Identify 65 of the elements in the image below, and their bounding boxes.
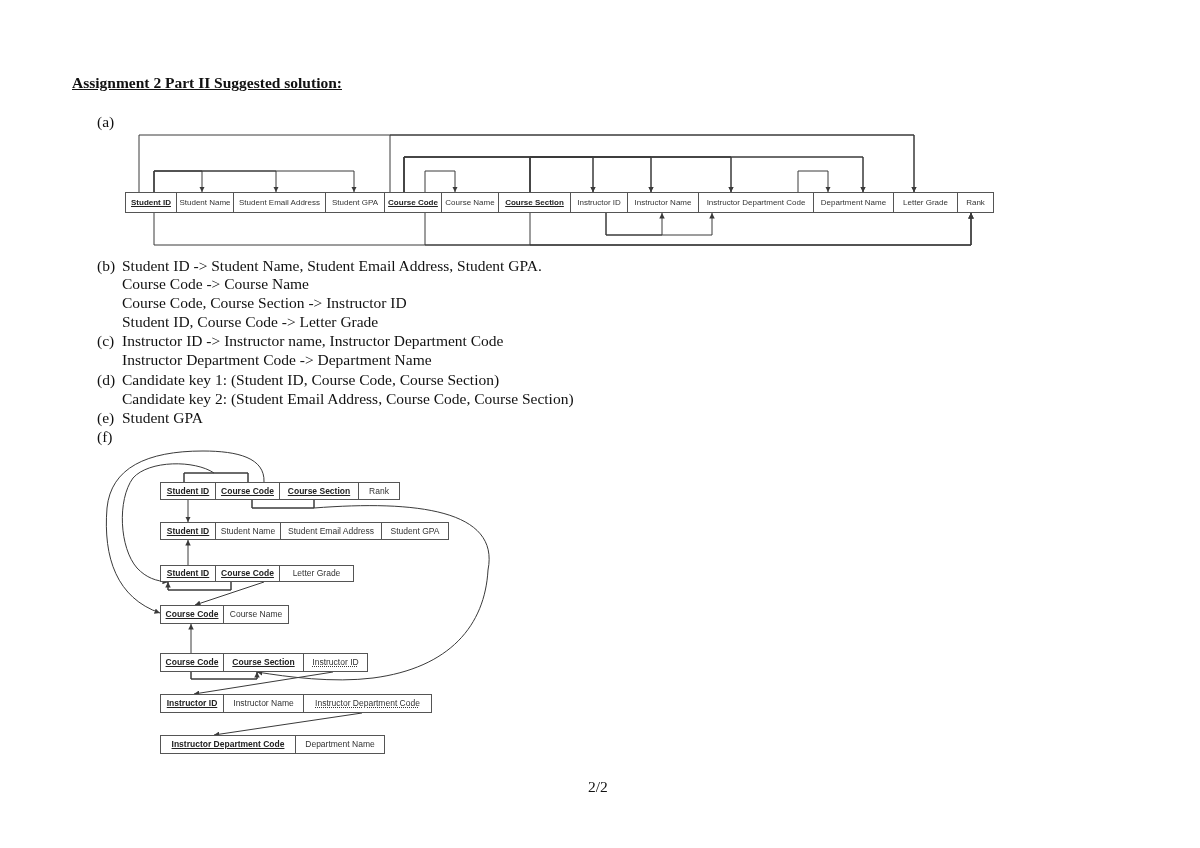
answer-text: Student GPA [122, 409, 203, 427]
arrow [424, 170, 458, 193]
attribute-cell: Student Name [215, 522, 281, 540]
list-marker: (c) [97, 332, 115, 350]
list-marker: (d) [97, 371, 116, 389]
arrow [605, 212, 715, 236]
attribute-cell: Letter Grade [893, 192, 958, 213]
attribute-cell: Student Email Address [233, 192, 326, 213]
attribute-cell: Student ID [125, 192, 177, 213]
attribute-cell: Course Section [498, 192, 571, 213]
answer-text: Student ID -> Student Name, Student Email Address, Student GPA. [122, 257, 542, 275]
page-title: Assignment 2 Part II Suggested solution: [72, 74, 342, 92]
attribute-cell: Student Name [176, 192, 234, 213]
attribute-cell: Course Name [223, 605, 289, 624]
attribute-cell: Department Name [295, 735, 385, 754]
arrow [529, 212, 974, 246]
list-marker: (b) [97, 257, 116, 275]
page-number: 2/2 [588, 778, 608, 796]
arrow [529, 156, 866, 193]
attribute-cell: Instructor Department Code [160, 735, 296, 754]
arrow [185, 539, 191, 566]
arrow [121, 463, 249, 591]
attribute-cell: Rank [957, 192, 994, 213]
attribute-cell: Student GPA [381, 522, 449, 540]
answer-text: Instructor ID -> Instructor name, Instructor Department Code [122, 332, 504, 350]
list-marker: (e) [97, 409, 115, 427]
attribute-cell: Course Code [215, 482, 280, 500]
arrow [105, 450, 265, 614]
attribute-cell: Course Section [223, 653, 304, 672]
attribute-cell: Letter Grade [279, 565, 354, 582]
attribute-cell: Student ID [160, 565, 216, 582]
attribute-cell: Student GPA [325, 192, 385, 213]
attribute-cell: Instructor ID [303, 653, 368, 672]
attribute-cell: Course Name [441, 192, 499, 213]
attribute-cell: Student ID [160, 522, 216, 540]
attribute-cell: Instructor Department Code [698, 192, 814, 213]
arrow [188, 623, 194, 654]
attribute-cell: Instructor ID [160, 694, 224, 713]
arrow [389, 134, 917, 193]
attribute-cell: Course Code [215, 565, 280, 582]
attribute-cell: Instructor Name [223, 694, 304, 713]
attribute-cell: Rank [358, 482, 400, 500]
attribute-cell: Instructor ID [570, 192, 628, 213]
arrow [185, 499, 191, 523]
answer-text: Candidate key 2: (Student Email Address, Course Code, Course Section) [122, 390, 574, 408]
answer-text: Instructor Department Code -> Department Name [122, 351, 432, 369]
list-marker: (a) [97, 113, 115, 131]
list-marker: (f) [97, 428, 113, 446]
answer-text: Candidate key 1: (Student ID, Course Code, Course Section) [122, 371, 500, 389]
answer-text: Student ID, Course Code -> Letter Grade [122, 313, 379, 331]
attribute-cell: Instructor Name [627, 192, 699, 213]
attribute-cell: Student ID [160, 482, 216, 500]
arrow [194, 581, 265, 606]
attribute-cell: Instructor Department Code [303, 694, 432, 713]
attribute-cell: Student Email Address [280, 522, 382, 540]
attribute-cell: Department Name [813, 192, 894, 213]
answer-text: Course Code -> Course Name [122, 275, 309, 293]
attribute-cell: Course Code [160, 605, 224, 624]
arrow [797, 170, 831, 193]
attribute-cell: Course Code [384, 192, 442, 213]
arrow [190, 499, 490, 681]
arrow [153, 170, 357, 193]
answer-text: Course Code, Course Section -> Instructor ID [122, 294, 407, 312]
attribute-cell: Course Code [160, 653, 224, 672]
attribute-cell: Course Section [279, 482, 359, 500]
